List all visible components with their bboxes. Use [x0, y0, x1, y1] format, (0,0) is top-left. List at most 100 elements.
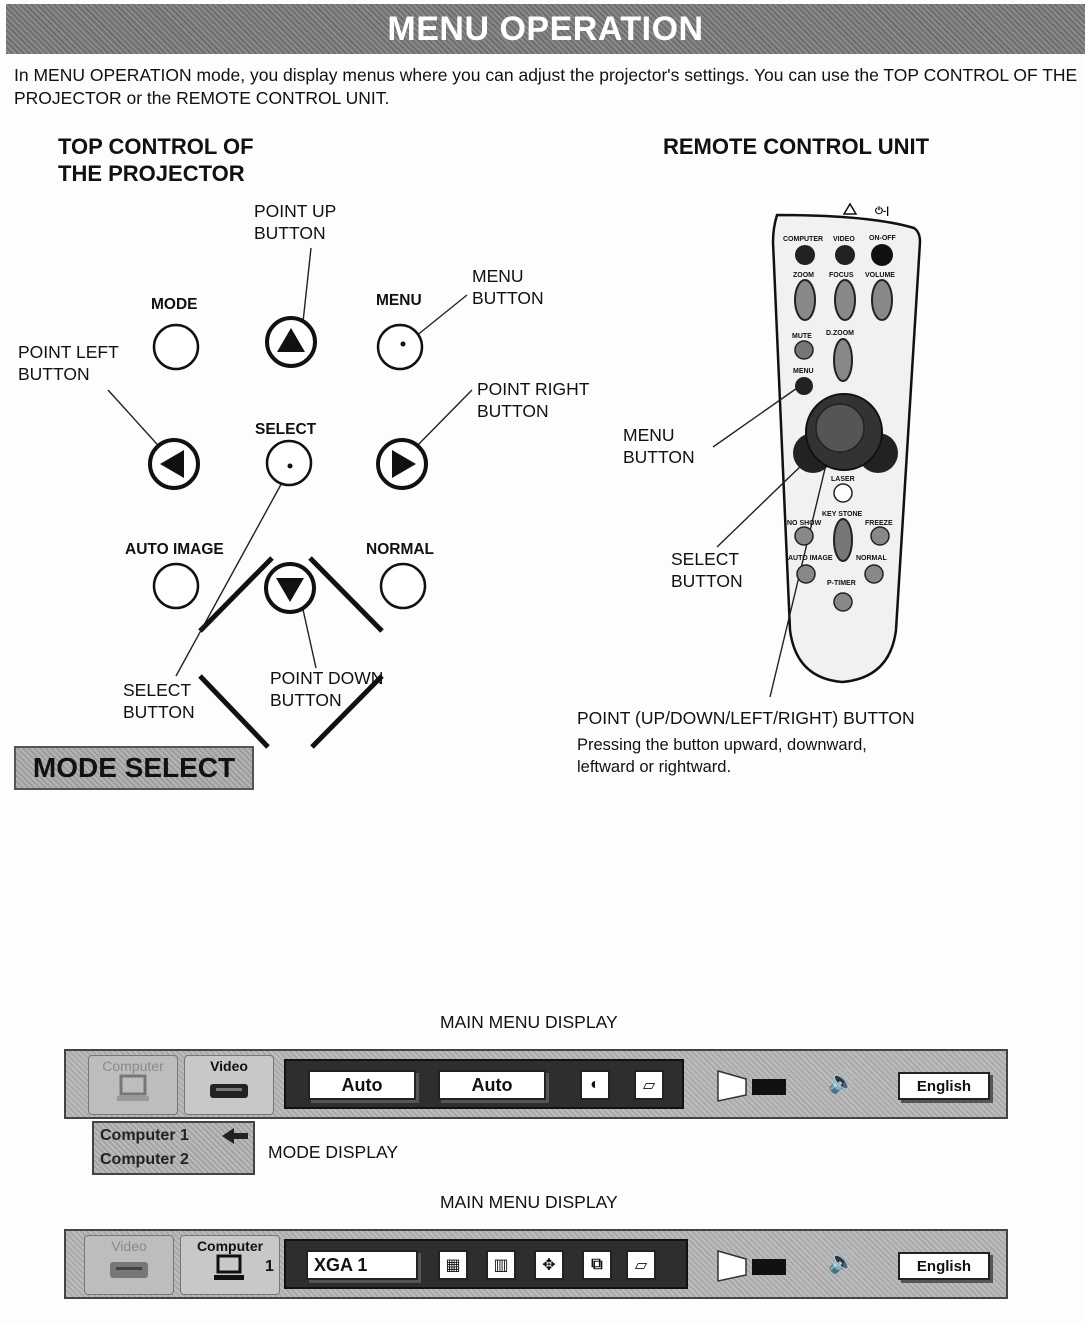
language-select-2[interactable]: English — [898, 1252, 990, 1280]
remote-video-label: VIDEO — [833, 236, 855, 243]
video-setting-field-2[interactable]: Auto — [438, 1070, 546, 1100]
remote-select-key[interactable] — [815, 403, 865, 453]
pointer-arrow-icon — [222, 1128, 248, 1144]
select-callout-line1: SELECT — [123, 680, 192, 700]
video-setting-field-1[interactable]: Auto — [308, 1070, 416, 1100]
fine-sync-icon[interactable]: ▦ — [438, 1250, 468, 1280]
select-label: SELECT — [255, 421, 317, 438]
remote-autoimage-key[interactable] — [796, 564, 816, 584]
remote-point-callout-title: POINT (UP/DOWN/LEFT/RIGHT) BUTTON — [577, 708, 915, 728]
point-left-callout: POINT LEFT BUTTON — [18, 341, 119, 385]
computer-monitor-icon — [117, 1074, 149, 1101]
video-main-menu-bar: Computer Video Auto Auto ◐ ▱ 🔊 English — [64, 1049, 1008, 1119]
remote-heading: REMOTE CONTROL UNIT — [663, 134, 930, 159]
right-arrow-icon — [392, 450, 416, 478]
remote-volume-key[interactable] — [871, 279, 893, 321]
left-arrow-icon — [160, 450, 184, 478]
point-left-callout-line1: POINT LEFT — [18, 342, 119, 362]
normal-button[interactable] — [379, 562, 427, 610]
position-icon[interactable]: ✥ — [534, 1250, 564, 1280]
remote-video-key[interactable] — [835, 245, 855, 265]
tab-video-2[interactable]: Video — [84, 1235, 174, 1295]
remote-ptimer-label: P-TIMER — [827, 580, 856, 587]
mode-item-computer-2[interactable]: Computer 2 — [100, 1151, 189, 1168]
screen-icon-2[interactable]: ▱ — [626, 1250, 656, 1280]
diamond-connectors — [198, 556, 384, 749]
menu-callout-line1: MENU — [472, 266, 524, 286]
top-control-heading: TOP CONTROL OF THE PROJECTOR — [58, 133, 254, 187]
remote-menu-label: MENU — [793, 368, 814, 375]
remote-onoff-key[interactable] — [871, 244, 893, 266]
volume-icon-2[interactable]: 🔊 — [828, 1249, 856, 1274]
auto-image-button[interactable] — [152, 562, 200, 610]
remote-keystone-label: KEY STONE — [822, 511, 863, 518]
language-select[interactable]: English — [898, 1072, 990, 1100]
mode-select-heading: MODE SELECT — [14, 746, 254, 790]
screen-icon[interactable]: ▱ — [634, 1070, 664, 1100]
vcr-icon — [210, 1084, 248, 1098]
remote-menu-callout: MENU BUTTON — [623, 424, 695, 468]
point-left-callout-line2: BUTTON — [18, 364, 90, 384]
remote-noshow-key[interactable] — [794, 526, 814, 546]
select-button-dot — [287, 463, 293, 469]
remote-laser-key[interactable] — [833, 483, 853, 503]
power-symbol-icon: ⏻-| — [875, 205, 889, 217]
down-arrow-icon — [276, 578, 304, 602]
menu-callout: MENU BUTTON — [472, 265, 544, 309]
remote-select-callout-line2: BUTTON — [671, 571, 743, 591]
volume-icon[interactable]: 🔊 — [828, 1069, 856, 1094]
remote-freeze-key[interactable] — [870, 526, 890, 546]
page-title-bar: MENU OPERATION — [6, 4, 1085, 54]
remote-menu-callout-line2: BUTTON — [623, 447, 695, 467]
remote-dzoom-key[interactable] — [833, 338, 853, 382]
remote-focus-key[interactable] — [834, 279, 856, 321]
select-callout-line2: BUTTON — [123, 702, 195, 722]
select-button[interactable] — [265, 439, 313, 487]
tab-video-2-label: Video — [111, 1238, 147, 1254]
point-down-callout: POINT DOWN BUTTON — [270, 667, 383, 711]
auto-image-label: AUTO IMAGE — [125, 541, 224, 558]
mode-item-computer-1[interactable]: Computer 1 — [100, 1127, 189, 1144]
total-dots-icon[interactable]: ▥ — [486, 1250, 516, 1280]
computer-resolution-field[interactable]: XGA 1 — [306, 1250, 418, 1280]
main-menu-display-label-1: MAIN MENU DISPLAY — [440, 1012, 618, 1032]
top-control-diagram — [107, 247, 473, 749]
point-up-callout-line1: POINT UP — [254, 201, 337, 221]
projector-icon-2[interactable] — [716, 1247, 796, 1283]
remote-select-callout-line1: SELECT — [671, 549, 740, 569]
top-control-heading-line1: TOP CONTROL OF — [58, 134, 254, 159]
remote-menu-key[interactable] — [795, 377, 813, 395]
remote-normal-key[interactable] — [864, 564, 884, 584]
remote-computer-key[interactable] — [795, 245, 815, 265]
tab-computer[interactable]: Computer — [88, 1055, 178, 1115]
tab-computer-2[interactable]: Computer 1 — [180, 1235, 280, 1295]
mode-display-label: MODE DISPLAY — [268, 1142, 398, 1162]
remote-point-callout-desc: Pressing the button upward, downward, le… — [577, 734, 867, 778]
main-menu-display-label-2: MAIN MENU DISPLAY — [440, 1192, 618, 1212]
computer-settings-panel: XGA 1 ▦ ▥ ✥ ⧉ ▱ — [284, 1239, 688, 1289]
remote-zoom-key[interactable] — [794, 279, 816, 321]
tab-computer-label: Computer — [102, 1058, 164, 1074]
top-control-heading-line2: THE PROJECTOR — [58, 161, 245, 186]
menu-button[interactable] — [376, 323, 424, 371]
remote-freeze-label: FREEZE — [865, 520, 893, 527]
remote-laser-label: LASER — [831, 476, 855, 483]
callout-lines — [107, 247, 473, 677]
source-number: 1 — [265, 1258, 274, 1275]
warning-triangle-icon — [842, 202, 858, 215]
point-right-callout-line2: BUTTON — [477, 401, 549, 421]
projector-icon[interactable] — [716, 1067, 796, 1103]
remote-ptimer-key[interactable] — [833, 592, 853, 612]
remote-computer-label: COMPUTER — [783, 236, 823, 243]
tab-video[interactable]: Video — [184, 1055, 274, 1115]
remote-keystone-key[interactable] — [833, 518, 853, 562]
menu-button-dot — [400, 341, 406, 347]
remote-menu-callout-line1: MENU — [623, 425, 675, 445]
remote-mute-key[interactable] — [794, 340, 814, 360]
mode-display-box: Computer 1 Computer 2 — [92, 1121, 255, 1175]
point-up-callout: POINT UP BUTTON — [254, 200, 336, 244]
image-adjust-icon[interactable]: ◐ — [580, 1070, 610, 1100]
tab-video-label: Video — [210, 1058, 248, 1074]
pc-adjust-icon[interactable]: ⧉ — [582, 1250, 612, 1280]
mode-button[interactable] — [152, 323, 200, 371]
